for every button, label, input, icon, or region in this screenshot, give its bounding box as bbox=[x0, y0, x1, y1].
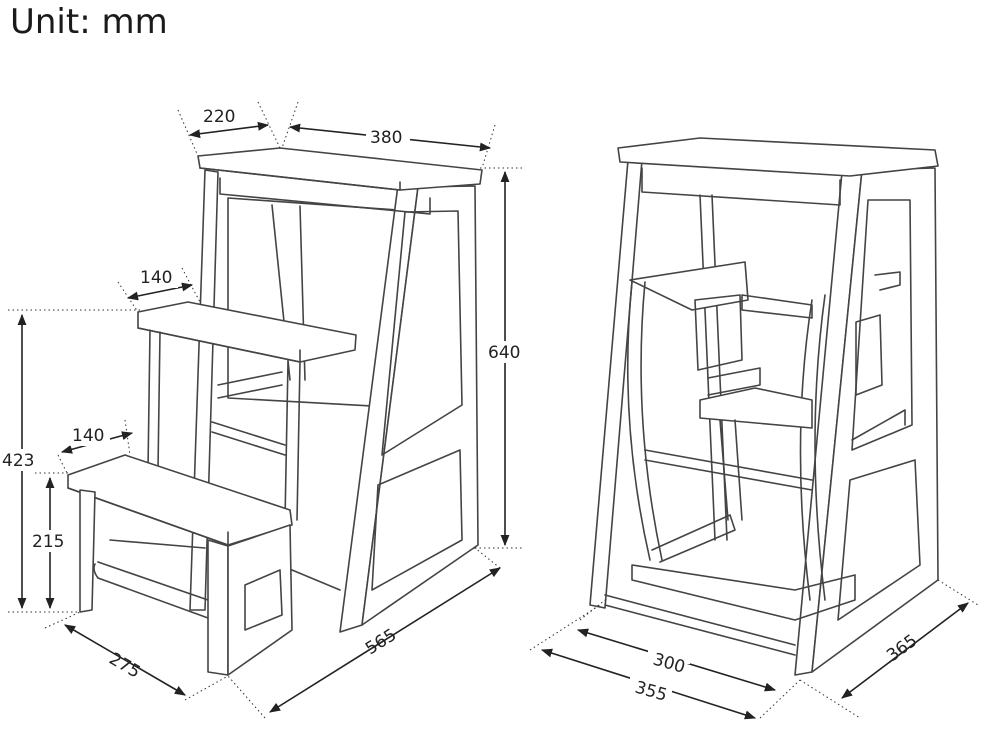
dim-top-depth: 220 bbox=[203, 107, 235, 127]
dim-base-length: 565 bbox=[362, 625, 400, 659]
step-stool-drawing bbox=[67, 147, 483, 676]
dim-chair-side-depth: 365 bbox=[883, 631, 921, 666]
dim-height-upper-step: 423 bbox=[2, 451, 34, 471]
chair-drawing bbox=[589, 137, 939, 676]
dim-base-depth: 275 bbox=[106, 649, 144, 683]
unit-label: Unit: mm bbox=[10, 2, 168, 42]
dim-height-lower-step: 215 bbox=[32, 532, 64, 552]
dim-height-total: 640 bbox=[488, 343, 520, 363]
dim-step-lower-depth: 140 bbox=[72, 426, 104, 446]
dim-step-upper-depth: 140 bbox=[140, 268, 172, 288]
dim-top-width: 380 bbox=[370, 128, 402, 148]
